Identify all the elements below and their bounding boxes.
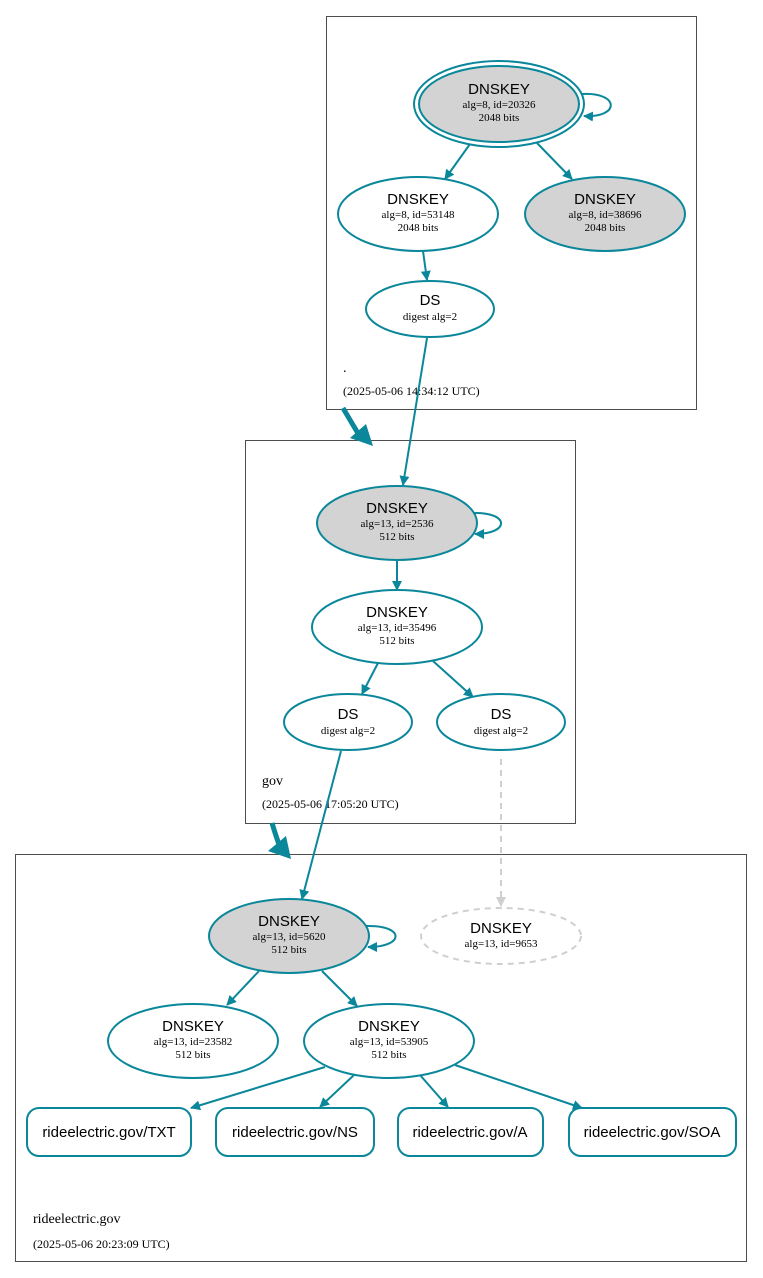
edge-rootds-to-govksk	[399, 337, 428, 486]
node-gov-ds1-digest: digest alg=2	[321, 725, 375, 737]
node-ride-zsk1-alg: alg=13, id=23582	[154, 1036, 232, 1048]
node-root-zsk2-title: DNSKEY	[574, 191, 636, 208]
rrset-txt-label: rideelectric.gov/TXT	[42, 1124, 175, 1141]
edge-govzsk-to-govds1	[361, 662, 379, 695]
rrset-ns: rideelectric.gov/NS	[215, 1107, 375, 1157]
node-ride-ksk-alg: alg=13, id=5620	[253, 931, 326, 943]
edge-rootksk-self	[581, 92, 612, 122]
node-gov-ksk-alg: alg=13, id=2536	[361, 518, 434, 530]
node-ride-ksk-title: DNSKEY	[258, 913, 320, 930]
node-gov-ds2-title: DS	[491, 706, 512, 723]
rrset-a-label: rideelectric.gov/A	[412, 1124, 527, 1141]
rrset-soa: rideelectric.gov/SOA	[568, 1107, 737, 1157]
zone-root-timestamp: (2025-05-06 14:34:12 UTC)	[343, 384, 480, 398]
node-gov-ds1-title: DS	[338, 706, 359, 723]
node-root-zsk-bits: 2048 bits	[398, 222, 439, 234]
node-ride-ksk-bits: 512 bits	[271, 944, 306, 956]
node-ride-ghost-title: DNSKEY	[470, 920, 532, 937]
edge-zsk2-to-txt	[190, 1066, 326, 1111]
node-gov-zsk-alg: alg=13, id=35496	[358, 622, 437, 634]
node-root-zsk2-bits: 2048 bits	[585, 222, 626, 234]
node-gov-ksk-bits: 512 bits	[379, 531, 414, 543]
edge-zsk2-to-ns	[319, 1074, 355, 1108]
node-gov-ds1: DS digest alg=2	[283, 693, 413, 751]
node-ride-zsk1-title: DNSKEY	[162, 1018, 224, 1035]
edge-govds1-to-rideksk	[299, 750, 342, 900]
node-root-zsk2-alg: alg=8, id=38696	[569, 209, 642, 221]
node-root-ds-title: DS	[420, 292, 441, 309]
node-gov-ds2-digest: digest alg=2	[474, 725, 528, 737]
rrset-a: rideelectric.gov/A	[397, 1107, 544, 1157]
node-ride-ghost-key: DNSKEY alg=13, id=9653	[420, 907, 582, 965]
node-gov-ksk-title: DNSKEY	[366, 500, 428, 517]
node-root-ds: DS digest alg=2	[365, 280, 495, 338]
node-ride-zsk2-bits: 512 bits	[371, 1049, 406, 1061]
node-gov-ds2: DS digest alg=2	[436, 693, 566, 751]
edge-rootksk-to-rootzsk	[444, 143, 471, 180]
edge-zsk2-to-a	[419, 1074, 449, 1108]
node-root-ksk-alg: alg=8, id=20326	[463, 99, 536, 111]
edge-rootksk-to-rootzsk2	[536, 142, 573, 180]
node-gov-zsk: DNSKEY alg=13, id=35496 512 bits	[311, 589, 483, 665]
delegation-root-to-gov-head	[350, 424, 373, 446]
zone-gov-label: gov	[262, 774, 283, 789]
zone-rideelectric-label: rideelectric.gov	[33, 1212, 120, 1227]
node-root-zsk: DNSKEY alg=8, id=53148 2048 bits	[337, 176, 499, 252]
edge-rideksk-to-zsk2	[321, 970, 358, 1007]
node-root-ksk-title: DNSKEY	[468, 81, 530, 98]
rrset-soa-label: rideelectric.gov/SOA	[584, 1124, 721, 1141]
edge-rideksk-self	[365, 924, 397, 952]
node-root-zsk2: DNSKEY alg=8, id=38696 2048 bits	[524, 176, 686, 252]
edge-rootzsk-to-rootds	[420, 250, 431, 281]
node-root-ksk-bits: 2048 bits	[479, 112, 520, 124]
edge-rideksk-to-zsk1	[226, 970, 260, 1006]
node-root-zsk-title: DNSKEY	[387, 191, 449, 208]
node-gov-zsk-bits: 512 bits	[379, 635, 414, 647]
rrset-txt: rideelectric.gov/TXT	[26, 1107, 192, 1157]
edge-govzsk-to-govds2	[432, 660, 474, 698]
node-ride-zsk2-alg: alg=13, id=53905	[350, 1036, 429, 1048]
zone-rideelectric-timestamp: (2025-05-06 20:23:09 UTC)	[33, 1237, 170, 1251]
rrset-ns-label: rideelectric.gov/NS	[232, 1124, 358, 1141]
delegation-gov-to-ride-head	[268, 836, 291, 859]
node-root-ds-digest: digest alg=2	[403, 311, 457, 323]
node-ride-ghost-alg: alg=13, id=9653	[465, 938, 538, 950]
edge-zsk2-to-soa	[454, 1064, 583, 1110]
node-ride-zsk1: DNSKEY alg=13, id=23582 512 bits	[107, 1003, 279, 1079]
node-ride-ksk: DNSKEY alg=13, id=5620 512 bits	[208, 898, 370, 974]
node-ride-zsk2-title: DNSKEY	[358, 1018, 420, 1035]
zone-gov-timestamp: (2025-05-06 17:05:20 UTC)	[262, 797, 399, 811]
node-ride-zsk2: DNSKEY alg=13, id=53905 512 bits	[303, 1003, 475, 1079]
node-ride-zsk1-bits: 512 bits	[175, 1049, 210, 1061]
node-gov-ksk: DNSKEY alg=13, id=2536 512 bits	[316, 485, 478, 561]
zone-root-label: .	[343, 361, 347, 376]
node-gov-zsk-title: DNSKEY	[366, 604, 428, 621]
node-root-zsk-alg: alg=8, id=53148	[382, 209, 455, 221]
node-root-ksk: DNSKEY alg=8, id=20326 2048 bits	[413, 60, 585, 148]
edge-govksk-self	[472, 511, 502, 539]
